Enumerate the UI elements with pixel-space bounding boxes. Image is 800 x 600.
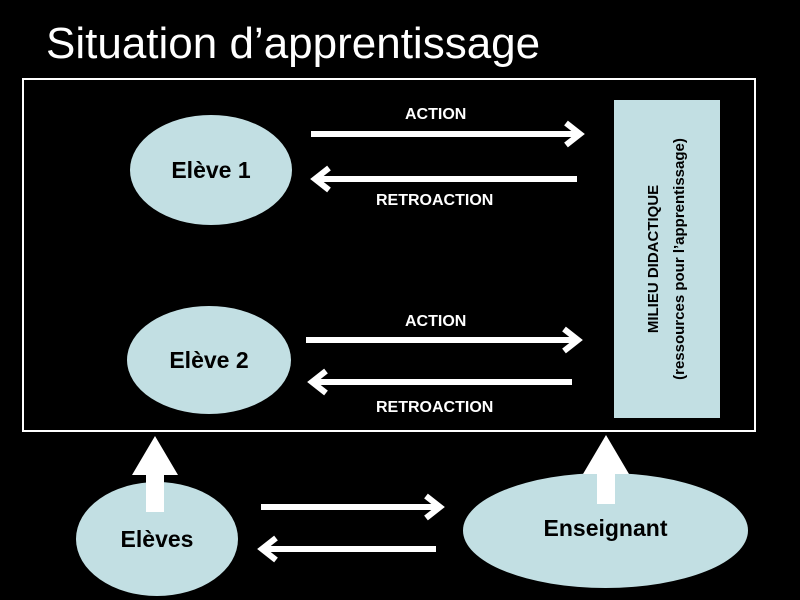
node-enseignant-label: Enseignant (543, 515, 668, 541)
action-label-1: ACTION (405, 106, 467, 123)
node-eleve-2: Elève 2 (127, 306, 291, 414)
retroaction-arrow-1 (310, 165, 577, 193)
retroaction-label-2: RETROACTION (376, 399, 494, 416)
milieu-didactique-box: MILIEU DIDACTIQUE (ressources pour l’app… (614, 100, 720, 418)
action-label-2: ACTION (405, 313, 467, 330)
enseignant-to-eleves-arrow (257, 535, 436, 563)
action-arrow-2 (306, 326, 583, 354)
eleves-to-enseignant-arrow (261, 493, 445, 521)
enseignant-up-arrow (583, 435, 629, 504)
retroaction-arrow-2 (307, 368, 572, 396)
node-eleve-1-label: Elève 1 (171, 156, 251, 183)
slide-title: Situation d’apprentissage (46, 19, 541, 68)
node-eleve-1: Elève 1 (130, 115, 292, 225)
node-eleves-label: Elèves (120, 525, 194, 552)
node-eleve-2-label: Elève 2 (169, 346, 249, 373)
situation-frame (22, 78, 756, 432)
action-arrow-1 (311, 120, 585, 148)
retroaction-label-1: RETROACTION (376, 192, 494, 209)
eleves-up-arrow (132, 436, 178, 512)
